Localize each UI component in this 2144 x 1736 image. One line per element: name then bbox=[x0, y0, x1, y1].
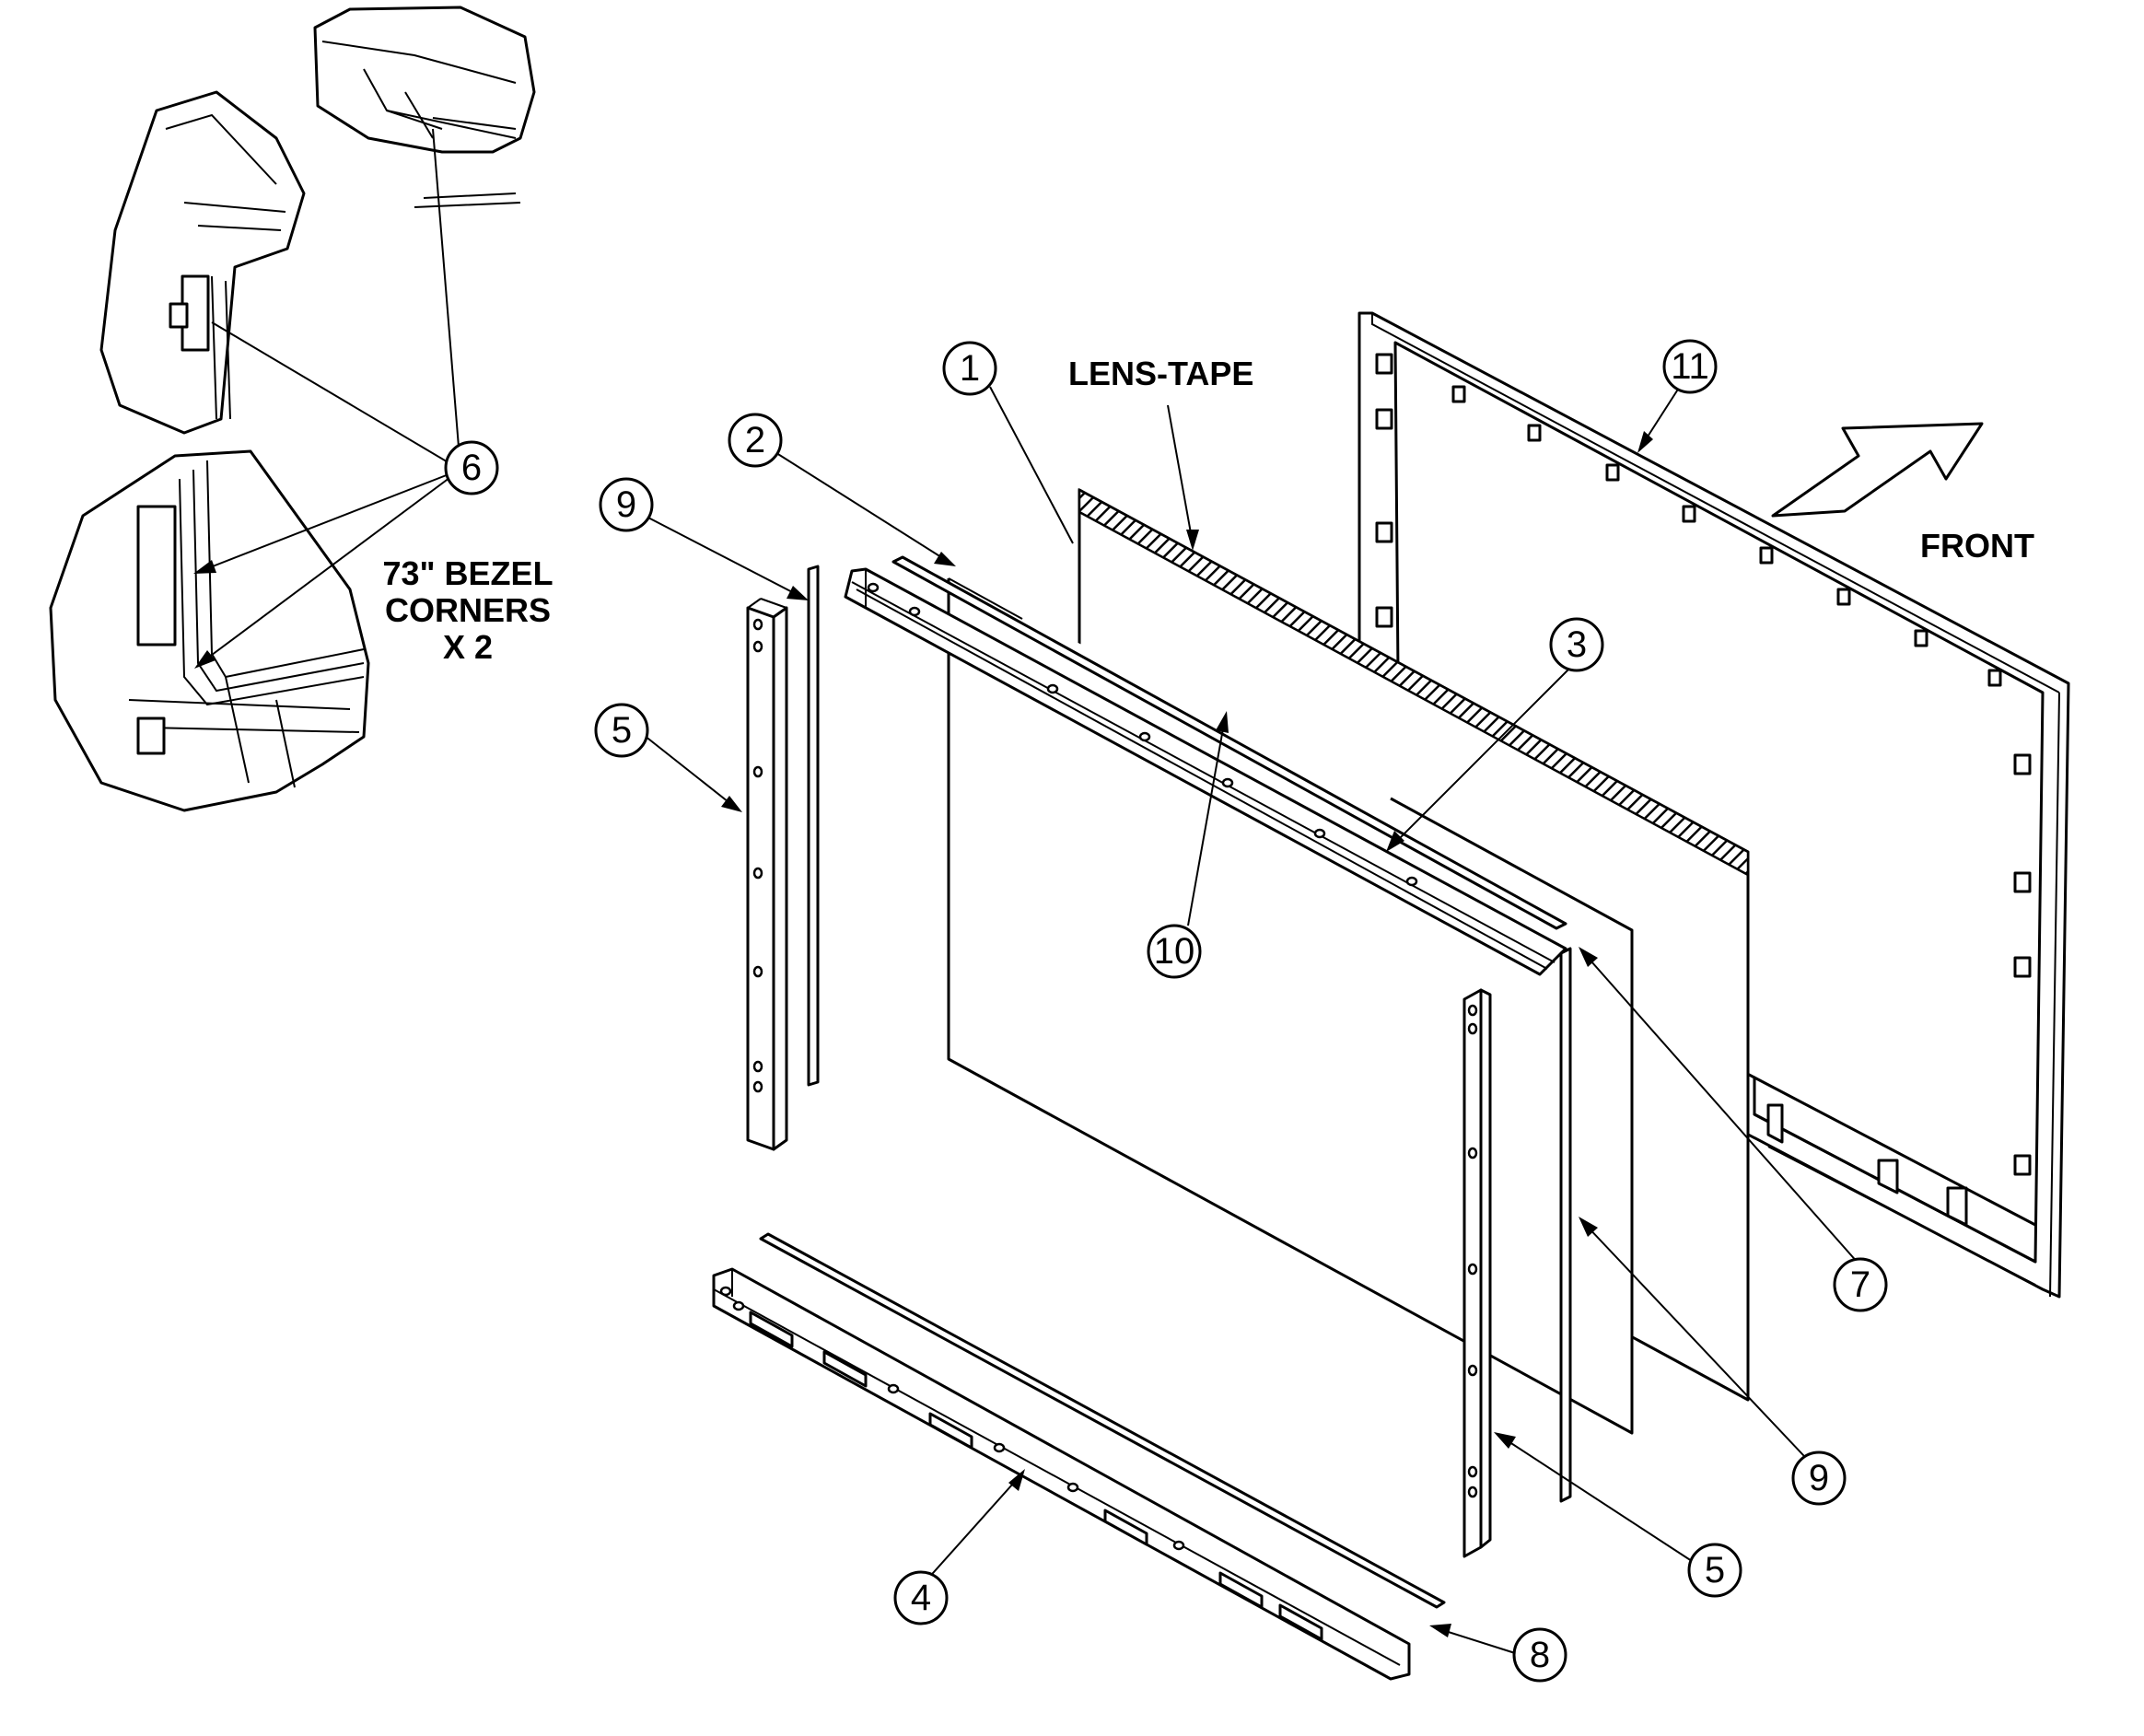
callout-9-right: 9 bbox=[1791, 1451, 1847, 1506]
left-vertical-rail bbox=[746, 598, 788, 1151]
callout-6-text: 6 bbox=[461, 448, 482, 488]
callout-10: 10 bbox=[1147, 924, 1202, 979]
left-thin-strip bbox=[807, 565, 820, 1087]
bezel-corners-label-line1: 73" BEZEL bbox=[382, 554, 553, 592]
bezel-left-clips bbox=[1375, 353, 1393, 628]
lens-tape-label: LENS-TAPE bbox=[1068, 355, 1253, 392]
callout-10-text: 10 bbox=[1154, 931, 1195, 972]
bottom-rail-holes bbox=[719, 1286, 1185, 1551]
front-label: FRONT bbox=[1920, 527, 2034, 565]
lens-tape-strip bbox=[1078, 487, 1750, 878]
callout-11: 11 bbox=[1662, 339, 1718, 394]
right-vertical-rail bbox=[1462, 988, 1492, 1558]
callout-1-text: 1 bbox=[960, 348, 980, 389]
detail-view-bottom bbox=[49, 449, 370, 812]
bottom-rail-slots bbox=[749, 1311, 1323, 1641]
bezel-bottom-tabs bbox=[1766, 1103, 1968, 1227]
callout-7-text: 7 bbox=[1850, 1264, 1870, 1305]
detail-view-top bbox=[313, 6, 536, 208]
right-rail-holes bbox=[1467, 1004, 1478, 1498]
bezel-frame bbox=[1357, 311, 2070, 1299]
right-thin-strip bbox=[1559, 947, 1572, 1503]
bezel-right-clips bbox=[2013, 753, 2032, 1176]
callout-3-text: 3 bbox=[1567, 624, 1587, 665]
callout-2: 2 bbox=[728, 413, 783, 468]
callout-1: 1 bbox=[942, 341, 997, 396]
front-direction-arrow bbox=[1771, 422, 1984, 518]
callout-9-right-text: 9 bbox=[1809, 1458, 1829, 1498]
callout-4-text: 4 bbox=[911, 1578, 931, 1618]
leader-lines bbox=[193, 128, 1859, 1654]
bezel-corners-label-line2: CORNERS bbox=[385, 591, 551, 629]
callout-2-text: 2 bbox=[745, 420, 765, 460]
callout-6: 6 bbox=[444, 440, 499, 495]
callout-11-text: 11 bbox=[1671, 346, 1709, 387]
callout-3: 3 bbox=[1549, 617, 1604, 672]
callout-4: 4 bbox=[893, 1570, 949, 1625]
callout-5-right-text: 5 bbox=[1705, 1550, 1725, 1590]
callout-9-left: 9 bbox=[599, 477, 654, 532]
top-rail bbox=[844, 567, 1567, 976]
screen-sheet bbox=[947, 577, 1634, 1435]
bottom-strip bbox=[759, 1232, 1446, 1609]
detail-view-middle bbox=[99, 90, 306, 435]
bottom-rail bbox=[712, 1267, 1411, 1681]
bezel-top-clips bbox=[1451, 385, 2002, 687]
left-rail-holes bbox=[752, 618, 763, 1093]
callout-8-text: 8 bbox=[1530, 1635, 1550, 1675]
callout-5-right: 5 bbox=[1687, 1543, 1742, 1598]
top-rail-holes bbox=[867, 582, 1418, 887]
callout-7: 7 bbox=[1833, 1257, 1888, 1312]
callout-5-left: 5 bbox=[594, 703, 649, 758]
callout-5-left-text: 5 bbox=[612, 710, 632, 751]
callout-9-left-text: 9 bbox=[616, 484, 636, 525]
callout-8: 8 bbox=[1512, 1627, 1567, 1683]
bezel-corners-label-line3: X 2 bbox=[443, 628, 493, 666]
